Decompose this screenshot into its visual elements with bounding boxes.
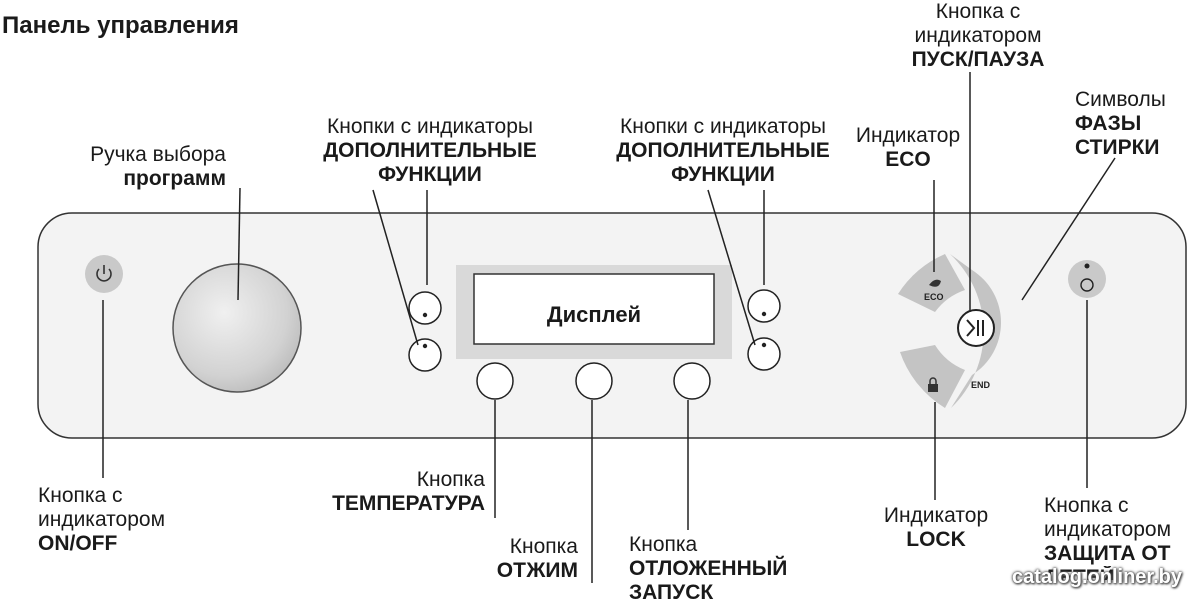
label-spin: Кнопка ОТЖИМ bbox=[496, 535, 578, 582]
lock-icon bbox=[928, 377, 938, 392]
child-face-icon bbox=[1080, 278, 1094, 292]
label-temperature: Кнопка ТЕМПЕРАТУРА bbox=[332, 468, 485, 515]
extra-function-button-right-1[interactable] bbox=[747, 289, 781, 323]
label-on-off: Кнопка с индикатором ON/OFF bbox=[38, 484, 166, 555]
extra-function-button-left-1[interactable] bbox=[408, 291, 442, 325]
extra-function-button-right-2[interactable] bbox=[747, 337, 781, 371]
end-icon-label: END bbox=[971, 380, 991, 390]
wash-phase-ring bbox=[950, 254, 1002, 408]
extra-function-button-left-2[interactable] bbox=[408, 338, 442, 372]
label-program-knob: Ручка выбора программ bbox=[90, 143, 226, 190]
label-extra-functions-left: Кнопки с индикаторы ДОПОЛНИТЕЛЬНЫЕ ФУНКЦ… bbox=[323, 115, 537, 186]
delay-start-button[interactable] bbox=[673, 362, 711, 400]
label-extra-functions-right: Кнопки с индикаторы ДОПОЛНИТЕЛЬНЫЕ ФУНКЦ… bbox=[616, 115, 830, 186]
power-icon bbox=[96, 268, 112, 282]
label-lock: Индикатор LOCK bbox=[883, 504, 989, 551]
lock-segment bbox=[900, 345, 965, 408]
leaf-icon bbox=[929, 279, 941, 287]
label-child-lock: Кнопка с индикатором ЗАЩИТА ОТ ДЕТЕЙ bbox=[1044, 494, 1172, 580]
page-title: Панель управления bbox=[2, 12, 239, 39]
spin-button[interactable] bbox=[575, 362, 613, 400]
watermark: catalog.onliner.by bbox=[1011, 566, 1182, 588]
label-eco: Индикатор ECO bbox=[855, 124, 961, 171]
display-label: Дисплей bbox=[546, 302, 642, 327]
program-knob[interactable] bbox=[172, 263, 302, 393]
display-screen bbox=[473, 273, 715, 345]
eco-icon-label: ECO bbox=[924, 292, 944, 302]
play-pause-icon bbox=[966, 319, 976, 337]
label-start-pause: Кнопка с индикатором ПУСК/ПАУЗА bbox=[911, 0, 1045, 71]
label-delay-start: Кнопка ОТЛОЖЕННЫЙ ЗАПУСК bbox=[629, 533, 788, 604]
temperature-button[interactable] bbox=[476, 362, 514, 400]
child-lock-button[interactable] bbox=[1068, 260, 1106, 298]
start-pause-button[interactable] bbox=[957, 309, 995, 347]
on-off-button[interactable] bbox=[85, 255, 123, 293]
label-wash-phases: Символы ФАЗЫ СТИРКИ bbox=[1075, 88, 1166, 159]
leader-lines bbox=[102, 72, 1116, 583]
